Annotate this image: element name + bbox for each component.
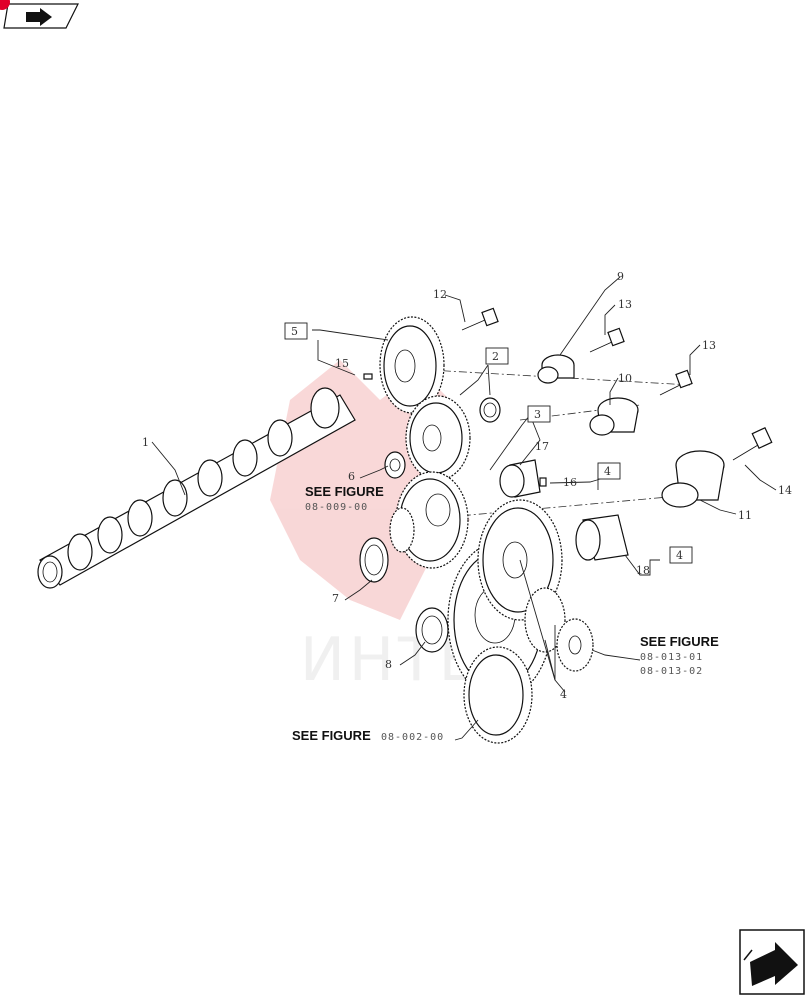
pin-15 [363, 373, 373, 380]
callout-6[interactable]: 6 [348, 470, 355, 483]
callout-15[interactable]: 15 [335, 357, 349, 370]
callout-9[interactable]: 9 [617, 270, 624, 283]
cam-gear [379, 316, 445, 414]
pin-16 [539, 477, 547, 487]
bushing-2 [479, 397, 501, 423]
callout-box [485, 347, 509, 365]
callout-7[interactable]: 7 [332, 592, 339, 605]
seal-8 [415, 607, 449, 653]
idler-gear-upper [405, 395, 471, 481]
callout-box [527, 405, 551, 423]
callout-box [597, 462, 621, 480]
callout-4-gears[interactable]: 4 [560, 688, 567, 701]
figure-ref-link[interactable]: 08-002-00 [381, 732, 444, 743]
idler-gear-middle [389, 471, 469, 569]
callout-4-lower[interactable]: 4 [676, 549, 683, 562]
callout-10[interactable]: 10 [618, 372, 632, 385]
washer-7 [359, 537, 389, 583]
callout-14[interactable]: 14 [778, 484, 792, 497]
see-figure-label: SEE FIGURE [305, 484, 384, 499]
crankshaft-gear [463, 646, 533, 744]
see-figure-label: SEE FIGURE [640, 634, 719, 649]
callout-13-lower[interactable]: 13 [702, 339, 716, 352]
callout-box [284, 322, 308, 340]
axis-line [414, 494, 691, 521]
arrow-right-icon [26, 8, 52, 26]
callout-12[interactable]: 12 [433, 288, 447, 301]
callout-box [669, 546, 693, 564]
header-nav-button[interactable] [0, 0, 79, 29]
bushing-17 [499, 459, 541, 498]
callout-16[interactable]: 16 [563, 476, 577, 489]
callout-5[interactable]: 5 [291, 325, 298, 338]
figure-ref-link[interactable]: 08-013-02 [640, 666, 703, 677]
idler-shaft-11 [661, 450, 725, 508]
callout-2[interactable]: 2 [492, 350, 499, 363]
idler-shaft-10 [589, 397, 639, 436]
washer-6 [384, 451, 406, 479]
figure-ref-link[interactable]: 08-013-01 [640, 652, 703, 663]
bushing-18 [575, 514, 629, 561]
see-figure-label: SEE FIGURE [292, 728, 371, 743]
callout-3[interactable]: 3 [534, 408, 541, 421]
callout-18[interactable]: 18 [636, 564, 650, 577]
bolt-14 [732, 426, 773, 461]
callout-11[interactable]: 11 [738, 509, 752, 522]
bolt-13-upper [589, 327, 625, 353]
camshaft [37, 387, 356, 589]
bolt-13-lower [659, 369, 693, 396]
callout-8[interactable]: 8 [385, 658, 392, 671]
header-badge [0, 0, 10, 10]
callout-4-upper[interactable]: 4 [604, 465, 611, 478]
bolt-12 [461, 307, 499, 331]
callout-1[interactable]: 1 [142, 436, 149, 449]
next-page-button[interactable] [739, 929, 805, 995]
figure-ref-link[interactable]: 08-009-00 [305, 502, 368, 513]
callout-13-upper[interactable]: 13 [618, 298, 632, 311]
callout-17[interactable]: 17 [535, 440, 549, 453]
idler-shaft-9 [537, 354, 575, 384]
next-page-arrow-icon [750, 942, 798, 986]
